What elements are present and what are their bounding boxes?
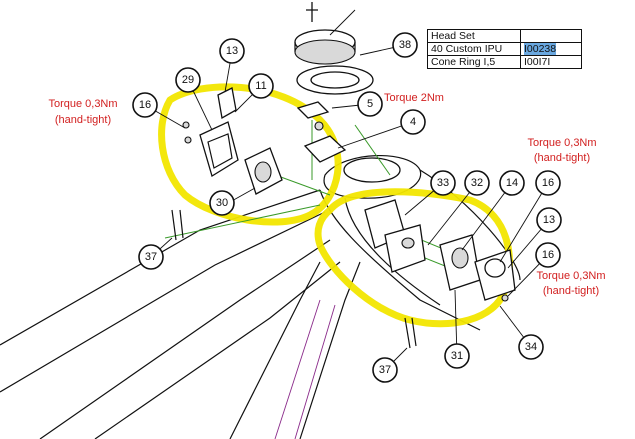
callout-38: 38 bbox=[392, 32, 418, 58]
callout-4: 4 bbox=[400, 109, 426, 135]
callout-label: 33 bbox=[437, 177, 449, 189]
table-cell-label: Cone Ring I,5 bbox=[427, 55, 521, 69]
callout-32: 32 bbox=[464, 170, 490, 196]
callout-label: 13 bbox=[543, 214, 555, 226]
selected-text[interactable]: I00238 bbox=[524, 43, 557, 55]
callout-37-right: 37 bbox=[372, 357, 398, 383]
torque-annotations: Torque 0,3Nm (hand-tight) Torque 2Nm Tor… bbox=[48, 92, 605, 297]
callout-label: 34 bbox=[525, 341, 537, 353]
callout-16-right2: 16 bbox=[535, 242, 561, 268]
left-cover-parts bbox=[171, 87, 283, 241]
torque-right1-line2: (hand-tight) bbox=[534, 152, 590, 164]
callout-29: 29 bbox=[175, 67, 201, 93]
callout-label: 4 bbox=[410, 116, 416, 128]
callout-34: 34 bbox=[518, 334, 544, 360]
table-cell-code: I00I7I bbox=[520, 55, 582, 69]
table-row: Cone Ring I,5 I00I7I bbox=[427, 55, 582, 69]
torque-left-line2: (hand-tight) bbox=[55, 114, 111, 126]
callout-33: 33 bbox=[430, 170, 456, 196]
callout-label: 37 bbox=[379, 364, 391, 376]
highlight-right bbox=[314, 188, 513, 328]
callout-label: 29 bbox=[182, 74, 194, 86]
table-cell-label: 40 Custom IPU bbox=[427, 42, 521, 56]
callout-37-left: 37 bbox=[138, 244, 164, 270]
table-cell-code bbox=[520, 29, 582, 43]
callout-5: 5 bbox=[357, 91, 383, 117]
torque-right1-line1: Torque 0,3Nm bbox=[527, 137, 596, 149]
callout-label: 30 bbox=[216, 197, 228, 209]
table-row: 40 Custom IPU I00238 bbox=[427, 42, 582, 56]
callout-label: 13 bbox=[226, 45, 238, 57]
callout-13-top: 13 bbox=[219, 38, 245, 64]
right-cover-parts bbox=[364, 199, 516, 349]
callout-label: 11 bbox=[255, 80, 266, 92]
callout-label: 38 bbox=[399, 39, 411, 51]
torque-top: Torque 2Nm bbox=[384, 92, 444, 104]
callout-label: 16 bbox=[139, 99, 151, 111]
torque-right2-line1: Torque 0,3Nm bbox=[536, 270, 605, 282]
table-row: Head Set bbox=[427, 29, 582, 43]
table-cell-label: Head Set bbox=[427, 29, 521, 43]
callout-11: 11 bbox=[248, 73, 274, 99]
callout-label: 16 bbox=[542, 249, 554, 261]
part-code-table: Head Set 40 Custom IPU I00238 Cone Ring … bbox=[427, 29, 582, 69]
callout-label: 5 bbox=[367, 98, 373, 110]
torque-right2-line2: (hand-tight) bbox=[543, 285, 599, 297]
callouts: 13 29 11 16 30 37 38 5 4 33 32 14 16 13 … bbox=[132, 32, 562, 383]
callout-16-right1: 16 bbox=[535, 170, 561, 196]
table-cell-code[interactable]: I00238 bbox=[520, 42, 582, 56]
callout-16-left: 16 bbox=[132, 92, 158, 118]
callout-label: 32 bbox=[471, 177, 483, 189]
callout-13-right: 13 bbox=[536, 207, 562, 233]
callout-14: 14 bbox=[499, 170, 525, 196]
callout-label: 31 bbox=[451, 350, 463, 362]
callout-label: 16 bbox=[542, 177, 554, 189]
callout-30: 30 bbox=[209, 190, 235, 216]
torque-left-line1: Torque 0,3Nm bbox=[48, 98, 117, 110]
callout-31: 31 bbox=[444, 343, 470, 369]
headset-parts bbox=[294, 2, 374, 163]
callout-label: 37 bbox=[145, 251, 157, 263]
callout-label: 14 bbox=[506, 177, 518, 189]
